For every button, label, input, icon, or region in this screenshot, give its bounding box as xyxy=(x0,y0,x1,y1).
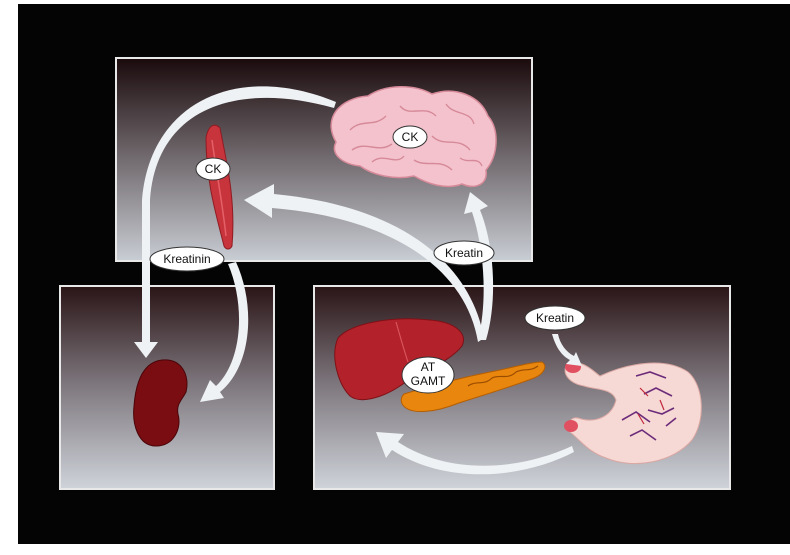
label-at-gamt: AT GAMT xyxy=(402,357,454,393)
kreatin-upper-text: Kreatin xyxy=(445,246,483,260)
label-muscle-ck: CK xyxy=(196,158,230,180)
label-kreatin-upper: Kreatin xyxy=(434,241,494,265)
label-kreatinin: Kreatinin xyxy=(150,247,224,271)
label-kreatin-stomach: Kreatin xyxy=(525,306,585,330)
muscle-ck-text: CK xyxy=(205,162,222,176)
kreatin-stomach-text: Kreatin xyxy=(536,311,574,325)
at-text: AT xyxy=(421,360,436,374)
gamt-text: GAMT xyxy=(411,374,446,388)
kreatinin-text: Kreatinin xyxy=(163,252,210,266)
label-brain-ck: CK xyxy=(393,126,427,148)
brain-ck-text: CK xyxy=(402,130,419,144)
